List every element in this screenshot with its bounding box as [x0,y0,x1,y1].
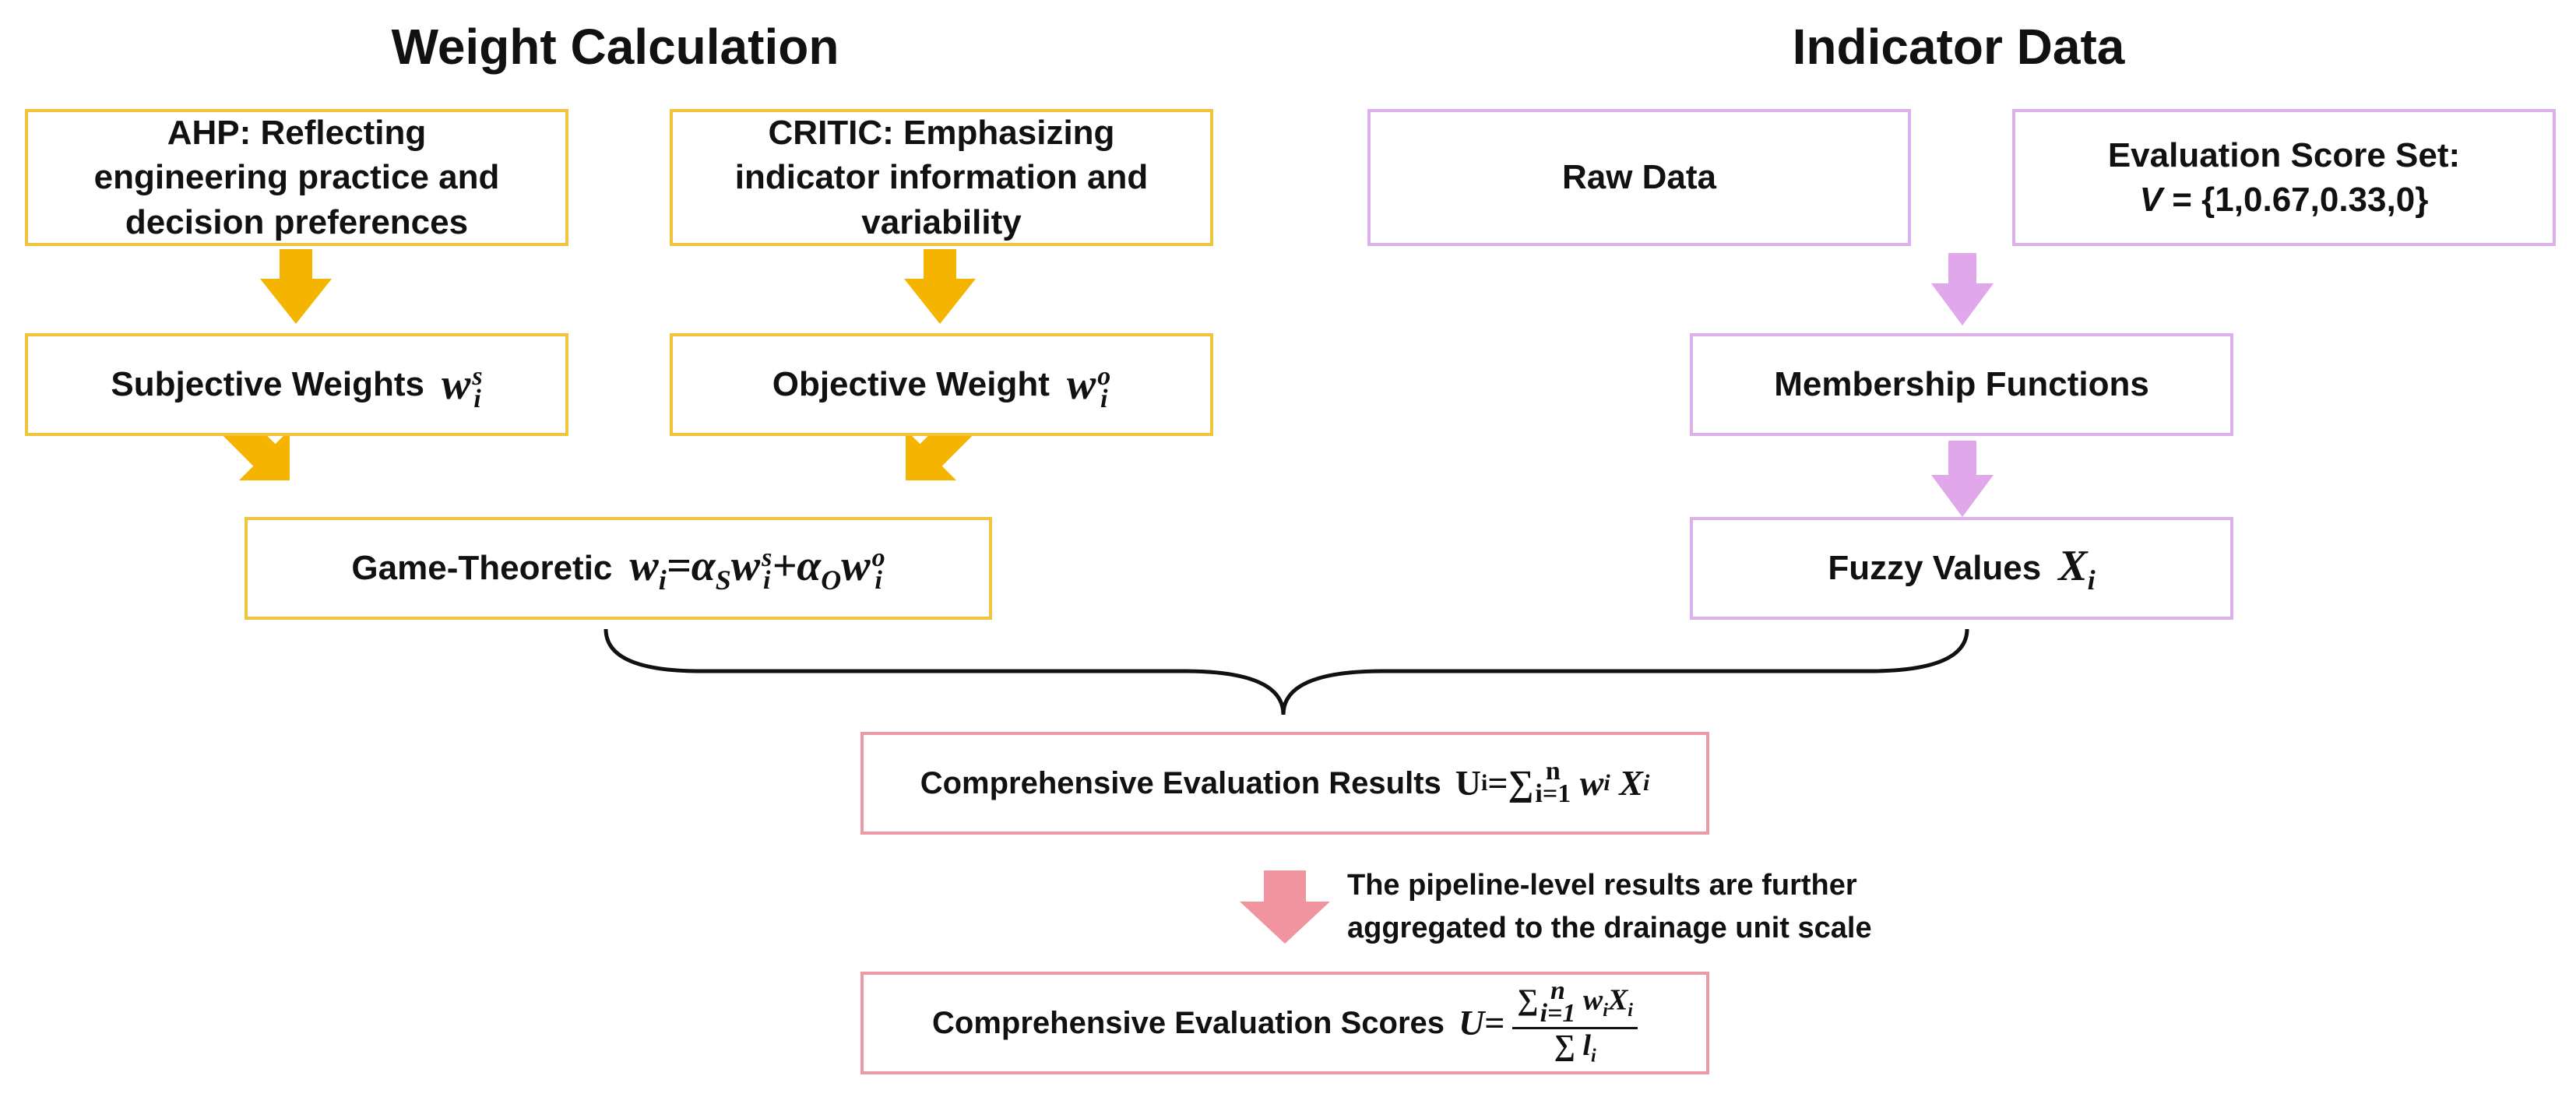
merge-brace [604,628,1969,716]
ahp-line-3: decision preferences [125,202,469,241]
critic-line-2: indicator information and [734,158,1149,197]
score-set-title: Evaluation Score Set: [2107,135,2461,174]
critic-box: CRITIC: Emphasizing indicator informatio… [670,109,1213,246]
weight-calculation-heading: Weight Calculation [391,19,839,75]
game-theoretic-label: Game-Theoretic [351,549,613,588]
arrow-raw-to-membership [1931,253,1994,325]
membership-functions-label: Membership Functions [1774,365,2149,404]
indicator-data-heading: Indicator Data [1792,19,2125,75]
fuzzy-values-box: Fuzzy Values Xi [1690,517,2233,620]
ahp-line-2: engineering practice and [93,158,500,197]
arrow-ahp-to-subjective [260,249,332,324]
aggregation-note-line-2: aggregated to the drainage unit scale [1347,912,1872,945]
subjective-weights-label: Subjective Weights [111,365,425,404]
aggregation-note-line-1: The pipeline-level results are further [1347,869,1857,902]
arrow-results-to-scores [1240,870,1330,944]
scores-label: Comprehensive Evaluation Scores [932,1006,1445,1040]
critic-line-3: variability [861,202,1022,241]
score-set-values: V = {1,0.67,0.33,0} [2139,181,2429,219]
results-label: Comprehensive Evaluation Results [920,766,1441,800]
ahp-line-1: AHP: Reflecting [167,114,427,153]
fuzzy-values-symbol: Xi [2058,542,2096,596]
evaluation-score-set-box: Evaluation Score Set: V = {1,0.67,0.33,0… [2012,109,2556,246]
objective-weight-label: Objective Weight [772,365,1050,404]
raw-data-box: Raw Data [1367,109,1911,246]
raw-data-label: Raw Data [1561,158,1717,197]
ahp-box: AHP: Reflecting engineering practice and… [25,109,568,246]
arrow-critic-to-objective [904,249,976,324]
membership-functions-box: Membership Functions [1690,333,2233,436]
aggregation-note: The pipeline-level results are further a… [1347,864,2048,950]
fuzzy-values-label: Fuzzy Values [1828,549,2042,588]
critic-line-1: CRITIC: Emphasizing [768,114,1115,153]
arrow-membership-to-fuzzy [1931,441,1994,517]
